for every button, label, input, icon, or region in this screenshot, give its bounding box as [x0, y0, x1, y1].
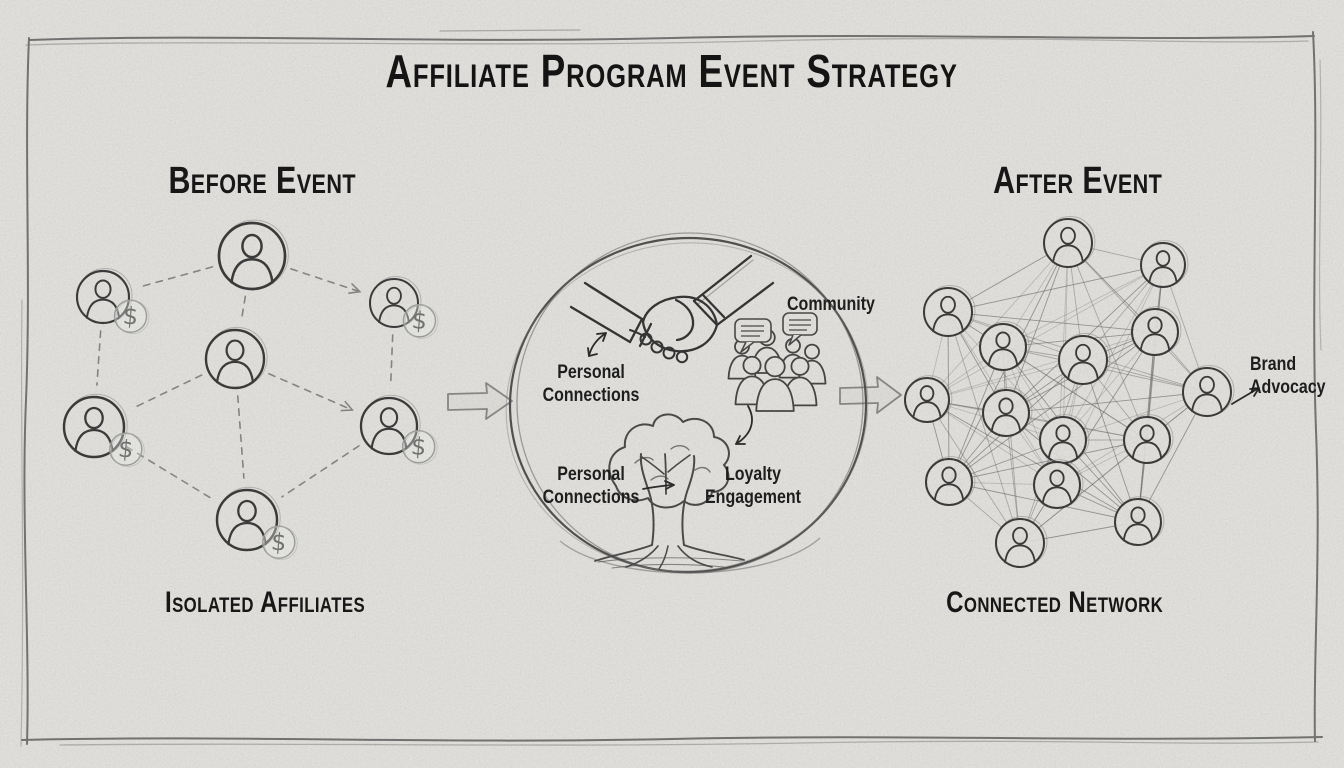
connected-network-caption: Connected Network	[946, 586, 1164, 619]
brand-advocacy-label: Brand Advocacy	[1250, 353, 1326, 398]
personal-connections-bottom-label: Personal Connections	[542, 463, 640, 508]
isolated-affiliates-caption: Isolated Affiliates	[164, 586, 366, 619]
page-title-text: Affiliate Program Event Strategy	[385, 45, 959, 97]
personal-connections-top-label: Personal Connections	[542, 361, 640, 406]
page-title: Affiliate Program Event Strategy	[0, 44, 1344, 98]
after-event-heading: After Event	[993, 160, 1163, 202]
before-event-heading: Before Event	[168, 160, 356, 202]
loyalty-engagement-label: Loyalty Engagement	[705, 463, 801, 508]
community-label: Community	[787, 293, 875, 315]
